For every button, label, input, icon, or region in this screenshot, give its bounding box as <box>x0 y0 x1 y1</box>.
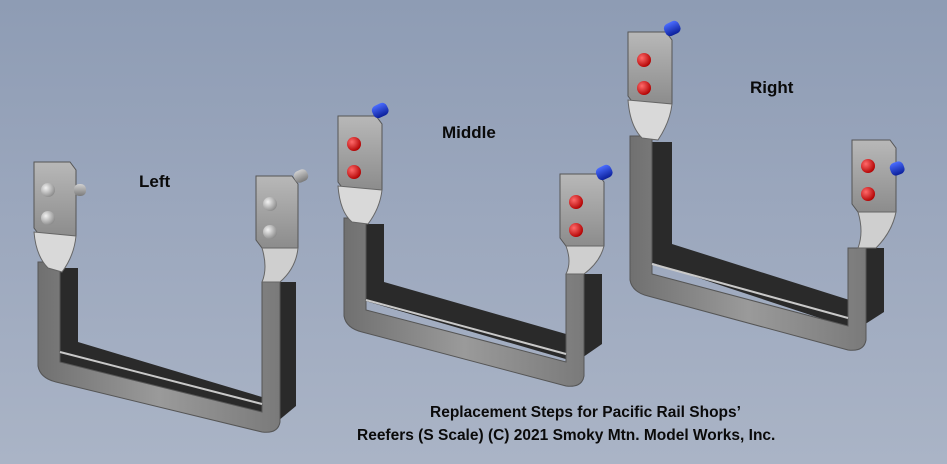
rivet-icon <box>347 137 361 151</box>
rivet-icon <box>637 53 651 67</box>
step-right <box>627 20 905 351</box>
pin-icon <box>293 169 309 183</box>
rivet-icon <box>347 165 361 179</box>
caption: Replacement Steps for Pacific Rail Shops… <box>330 401 930 447</box>
label-left: Left <box>139 172 171 191</box>
caption-line-1: Replacement Steps for Pacific Rail Shops… <box>430 404 741 421</box>
pin-icon <box>371 102 389 119</box>
step-middle <box>337 102 613 387</box>
step-middle-plate-right <box>559 173 605 247</box>
step-middle-bar-shadow <box>362 224 602 362</box>
pin-icon <box>595 164 613 181</box>
step-right-plate-left <box>627 31 673 105</box>
rivet-icon <box>569 223 583 237</box>
rivet-icon <box>861 159 875 173</box>
step-left <box>33 161 309 433</box>
rivet-icon <box>41 211 55 225</box>
rivet-icon <box>861 187 875 201</box>
rivet-icon <box>637 81 651 95</box>
step-left-plate-right <box>255 175 299 249</box>
rivet-icon <box>263 225 277 239</box>
caption-line-2: Reefers (S Scale) (C) 2021 Smoky Mtn. Mo… <box>357 427 776 444</box>
rivet-icon <box>41 183 55 197</box>
label-middle: Middle <box>442 123 496 142</box>
pin-icon <box>74 184 86 196</box>
pin-icon <box>889 161 905 176</box>
step-left-plate-left <box>33 161 77 237</box>
rivet-icon <box>263 197 277 211</box>
rivet-icon <box>569 195 583 209</box>
pin-icon <box>663 20 681 37</box>
step-right-plate-right <box>851 139 897 213</box>
step-middle-plate-left <box>337 115 383 191</box>
label-right: Right <box>750 78 794 97</box>
